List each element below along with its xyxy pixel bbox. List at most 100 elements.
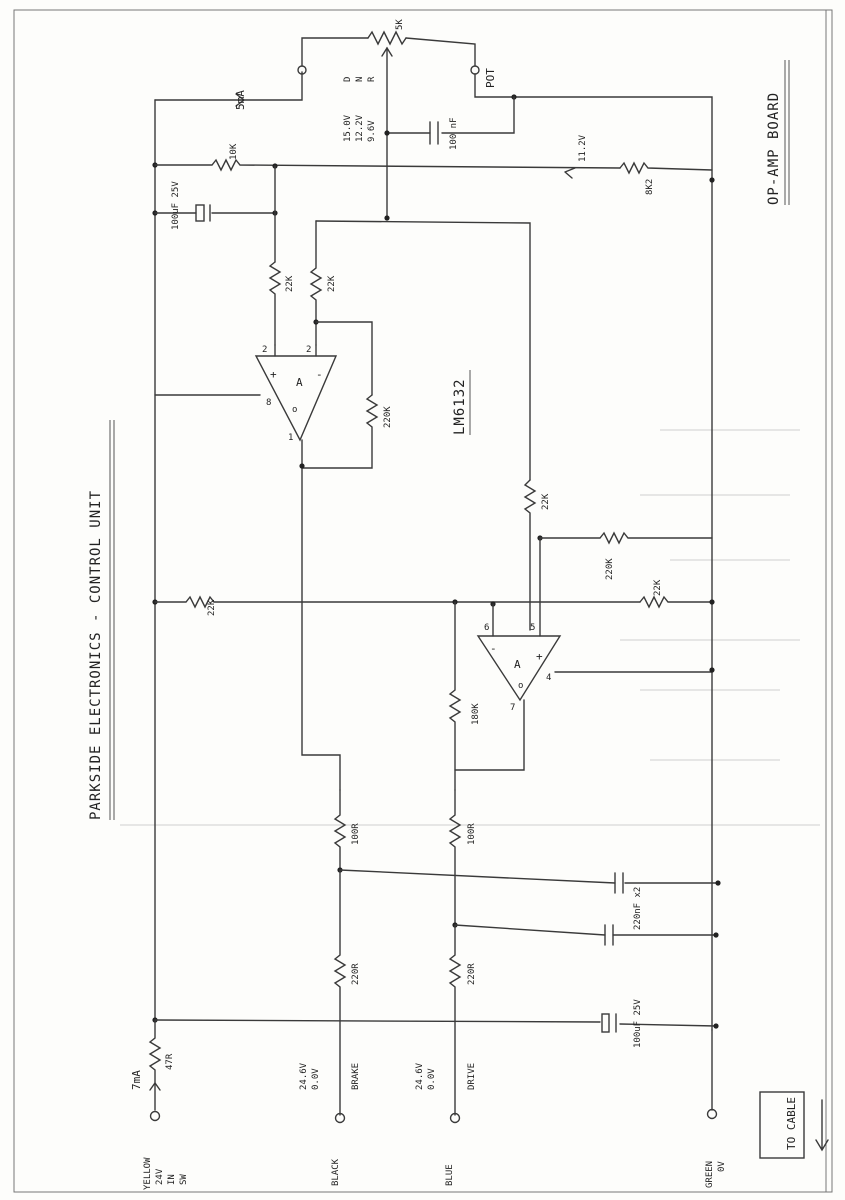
connector-black-line-2: BRAKE [351, 1063, 361, 1090]
r22k-b [309, 220, 323, 346]
current-arrow-input [149, 1081, 161, 1091]
pot-connector-right [470, 65, 480, 75]
opamp-a-pin8: 8 [266, 398, 271, 408]
connector-black-line-1: 0.0V [311, 1068, 321, 1090]
connector-yellow-wire: YELLOW [143, 1157, 153, 1190]
opamp-b-pin6: 6 [484, 623, 489, 633]
r22k-e [523, 479, 537, 631]
c220n-text: 220nF x2 [633, 887, 643, 930]
sheet-border [13, 9, 833, 1193]
opamp-b-plus: + [536, 650, 543, 663]
opamp-a-o: o [292, 405, 297, 415]
r10k-text: 10K [229, 143, 239, 160]
connector-black [334, 1112, 346, 1124]
r47r [148, 1019, 162, 1111]
r100r-b [448, 789, 462, 926]
opamp-a-pin2-left: 2 [262, 345, 267, 355]
r180k-text: 180K [471, 703, 481, 725]
c-pot-text: 100 nF [449, 117, 459, 150]
opamp-a-name: A [296, 376, 303, 389]
supply-bus-wire [315, 220, 531, 481]
pot-wire-right [405, 37, 476, 67]
r22k-d-text: 22K [653, 579, 663, 596]
node-voltage-text: 11.2V [578, 134, 588, 162]
opamp-a-pin2-right: 2 [306, 345, 311, 355]
r220r-b [448, 924, 462, 1116]
r100r-a [333, 789, 347, 871]
r22k-d [639, 595, 713, 609]
opamp-a-output-wire [301, 439, 341, 791]
r220k-a-text: 220K [383, 406, 393, 428]
c220n-b-wire [454, 924, 717, 936]
right-rail-wire [474, 73, 713, 1031]
connector-blue-line-0: 24.6V [415, 1062, 425, 1090]
c220n-a-wire [339, 869, 719, 884]
title-text: PARKSIDE ELECTRONICS - CONTROL UNIT [88, 490, 104, 820]
pot-label-text: POT [484, 68, 497, 88]
r220r-a-text: 220R [351, 963, 361, 985]
opamp-b-pin4: 4 [546, 673, 551, 683]
connector-blue [449, 1112, 461, 1124]
r100r-a-text: 100R [351, 823, 361, 845]
cap-100n-wire-right [441, 96, 515, 134]
connector-green [706, 1108, 718, 1120]
c100u-bottom-plate [601, 1013, 610, 1033]
opamp-a-symbol [254, 355, 338, 442]
pot-code-1: N [355, 77, 365, 82]
opamp-a-minus: - [316, 368, 323, 381]
connector-yellow-line-2: SW [179, 1174, 189, 1185]
r10k-wire [154, 158, 621, 172]
opamp-b-name: A [514, 658, 521, 671]
r180k [448, 601, 462, 791]
opamp-b-pin5: 5 [530, 623, 535, 633]
r47r-text: 47R [165, 1053, 175, 1070]
to-cable-box [759, 1091, 805, 1159]
pot-wiper-arrow [381, 46, 393, 57]
node-11v2-arrow [564, 167, 576, 179]
pot-wire-left [301, 37, 369, 67]
top-left-wire [154, 71, 303, 101]
r100r-b-text: 100R [467, 823, 477, 845]
to-cable-text: TO CABLE [785, 1097, 798, 1150]
r220k-a [301, 394, 379, 469]
pot-value-text: 5K [395, 19, 405, 30]
connector-black-line-0: 24.6V [299, 1062, 309, 1090]
opamp-b-fb-wire [454, 699, 525, 771]
connector-yellow-line-1: IN [167, 1174, 177, 1185]
to-cable-arrow [815, 1099, 829, 1152]
current-input-text: 7mA [130, 1070, 143, 1090]
current-top-text: 5mA [234, 90, 247, 110]
r220r-b-text: 220R [467, 963, 477, 985]
connector-yellow-line-0: 24V [155, 1168, 165, 1185]
r220r-a [333, 869, 347, 1116]
r220k-b-text: 220K [605, 558, 615, 580]
opamp-b-minus: - [490, 642, 497, 655]
r22k-c-text: 22K [207, 599, 217, 616]
r22k-a [268, 261, 282, 346]
c220n-b [604, 924, 614, 946]
pot-level-2: 9.6V [367, 120, 377, 142]
r22k-a-text: 22K [285, 275, 295, 292]
pot-code-0: D [343, 77, 353, 82]
c220n-a [614, 872, 624, 894]
opamp-a-plus: + [270, 368, 277, 381]
connector-blue-line-1: 0.0V [427, 1068, 437, 1090]
pot-level-0: 15.0V [343, 114, 353, 142]
c100u-bottom-text: 100uF 25V [633, 999, 643, 1048]
current-arrow-top [235, 93, 246, 107]
connector-green-wire: GREEN [705, 1161, 715, 1188]
bleed-through-marks [120, 429, 820, 826]
connector-blue-wire: BLUE [445, 1164, 455, 1186]
r8k2-resistor [619, 161, 713, 175]
connector-yellow [149, 1110, 161, 1122]
pot-5k-resistor [367, 30, 407, 46]
pot-code-2: R [367, 76, 377, 82]
connector-green-line-0: 0V [717, 1161, 727, 1172]
r22k-e-text: 22K [541, 493, 551, 510]
board-text: OP-AMP BOARD [766, 92, 782, 205]
opamp-a-pin1: 1 [288, 433, 293, 443]
c100u-bottom-wire [154, 1019, 717, 1027]
opamp-b-symbol [476, 635, 562, 702]
connector-blue-line-2: DRIVE [467, 1063, 477, 1090]
